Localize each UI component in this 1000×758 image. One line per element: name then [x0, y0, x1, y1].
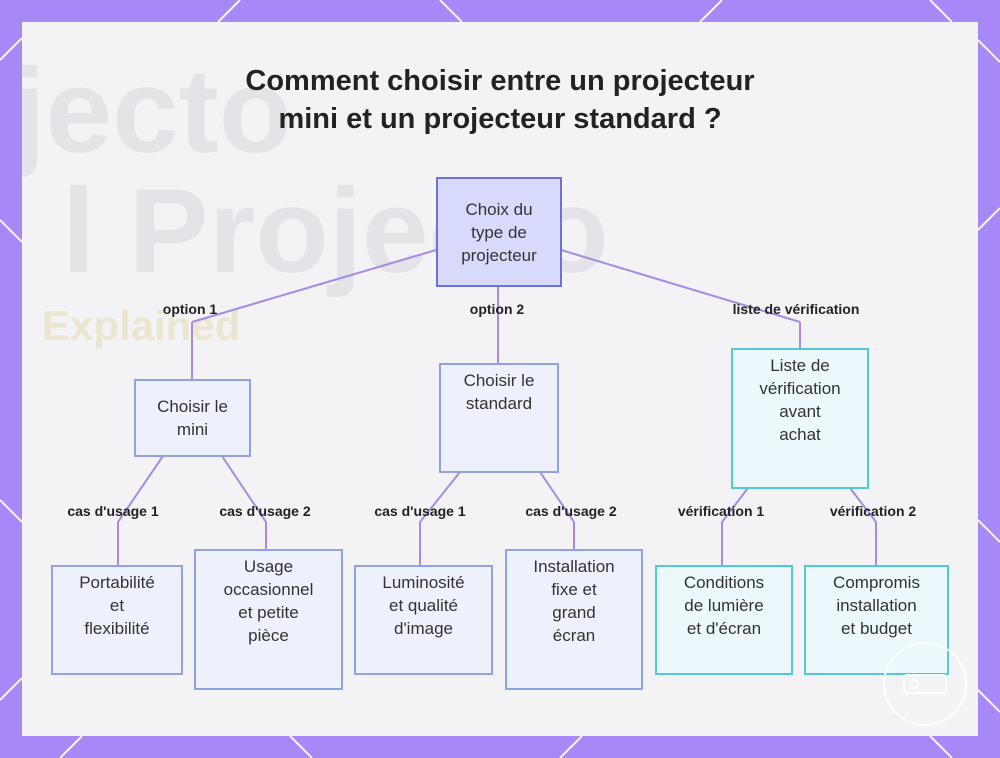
- node-text: Usage: [243, 557, 294, 576]
- edge-label-mini-use-2: cas d'usage 2: [219, 503, 311, 519]
- connector: [419, 471, 461, 523]
- connector: [849, 487, 877, 523]
- node-text: avant: [779, 402, 821, 421]
- node-text: Choisir le: [463, 371, 535, 390]
- node-text: d'image: [393, 619, 453, 638]
- edge-label-check-2: vérification 2: [829, 503, 917, 519]
- edge-label-check-1: vérification 1: [677, 503, 765, 519]
- edge-label-standard-use-1: cas d'usage 1: [374, 503, 466, 519]
- connector: [191, 249, 437, 323]
- node-text: et petite: [238, 603, 299, 622]
- node-text: installation: [836, 596, 917, 615]
- node-text: Installation: [533, 557, 615, 576]
- background-text: jecto: [22, 44, 293, 178]
- projector-lens: [909, 679, 919, 689]
- node-text: et d'écran: [686, 619, 762, 638]
- node-text: Conditions: [683, 573, 765, 592]
- node-text: standard: [465, 394, 533, 413]
- node-choose-mini: Choisir le mini: [134, 379, 251, 457]
- connector: [221, 455, 267, 523]
- node-choose-standard: Choisir le standard: [439, 363, 559, 473]
- edge-label-checklist: liste de vérification: [732, 301, 860, 317]
- connector: [539, 471, 575, 523]
- edge-label-mini-use-1: cas d'usage 1: [67, 503, 159, 519]
- node-text: Portabilité: [79, 573, 155, 592]
- node-text: grand: [552, 603, 596, 622]
- node-text: type de: [471, 222, 527, 242]
- background-text: Explained: [42, 302, 241, 349]
- node-text: Luminosité: [382, 573, 465, 592]
- node-text: mini: [176, 420, 209, 439]
- node-text: Liste de: [770, 356, 830, 375]
- node-text: vérification: [759, 379, 841, 398]
- node-occasional-use: Usage occasionnel et petite pièce: [194, 549, 343, 690]
- node-text: pièce: [248, 626, 289, 645]
- node-brightness: Luminosité et qualité d'image: [354, 565, 493, 675]
- edge-label-standard-use-2: cas d'usage 2: [525, 503, 617, 519]
- node-fixed-install: Installation fixe et grand écran: [505, 549, 643, 690]
- node-text: occasionnel: [223, 580, 314, 599]
- node-text: fixe et: [551, 580, 597, 599]
- connector: [560, 249, 801, 323]
- projector-icon: [883, 642, 967, 726]
- connector: [721, 487, 749, 523]
- node-text: de lumière: [684, 596, 764, 615]
- connector: [117, 455, 164, 523]
- title-line: Comment choisir entre un projecteur: [245, 65, 755, 97]
- page-title: Comment choisir entre un projecteur mini…: [0, 62, 1000, 138]
- node-light-conditions: Conditions de lumière et d'écran: [655, 565, 793, 675]
- node-text: achat: [779, 425, 821, 444]
- edge-label-option-2: option 2: [469, 301, 525, 317]
- node-projector-type-choice: Choix du type de projecteur: [436, 177, 562, 287]
- projector-body: [903, 674, 947, 694]
- node-text: et: [109, 596, 125, 615]
- node-text: projecteur: [461, 245, 537, 265]
- node-text: flexibilité: [84, 619, 150, 638]
- node-text: écran: [552, 626, 596, 645]
- title-line: mini et un projecteur standard ?: [278, 103, 722, 135]
- node-purchase-checklist: Liste de vérification avant achat: [731, 348, 869, 489]
- node-text: et qualité: [389, 596, 458, 615]
- node-text: Compromis: [833, 573, 920, 592]
- node-text: Choix du: [465, 199, 533, 219]
- node-text: Choisir le: [157, 397, 228, 416]
- node-text: et budget: [841, 619, 912, 638]
- edge-label-option-1: option 1: [162, 301, 218, 317]
- node-portability: Portabilité et flexibilité: [51, 565, 183, 675]
